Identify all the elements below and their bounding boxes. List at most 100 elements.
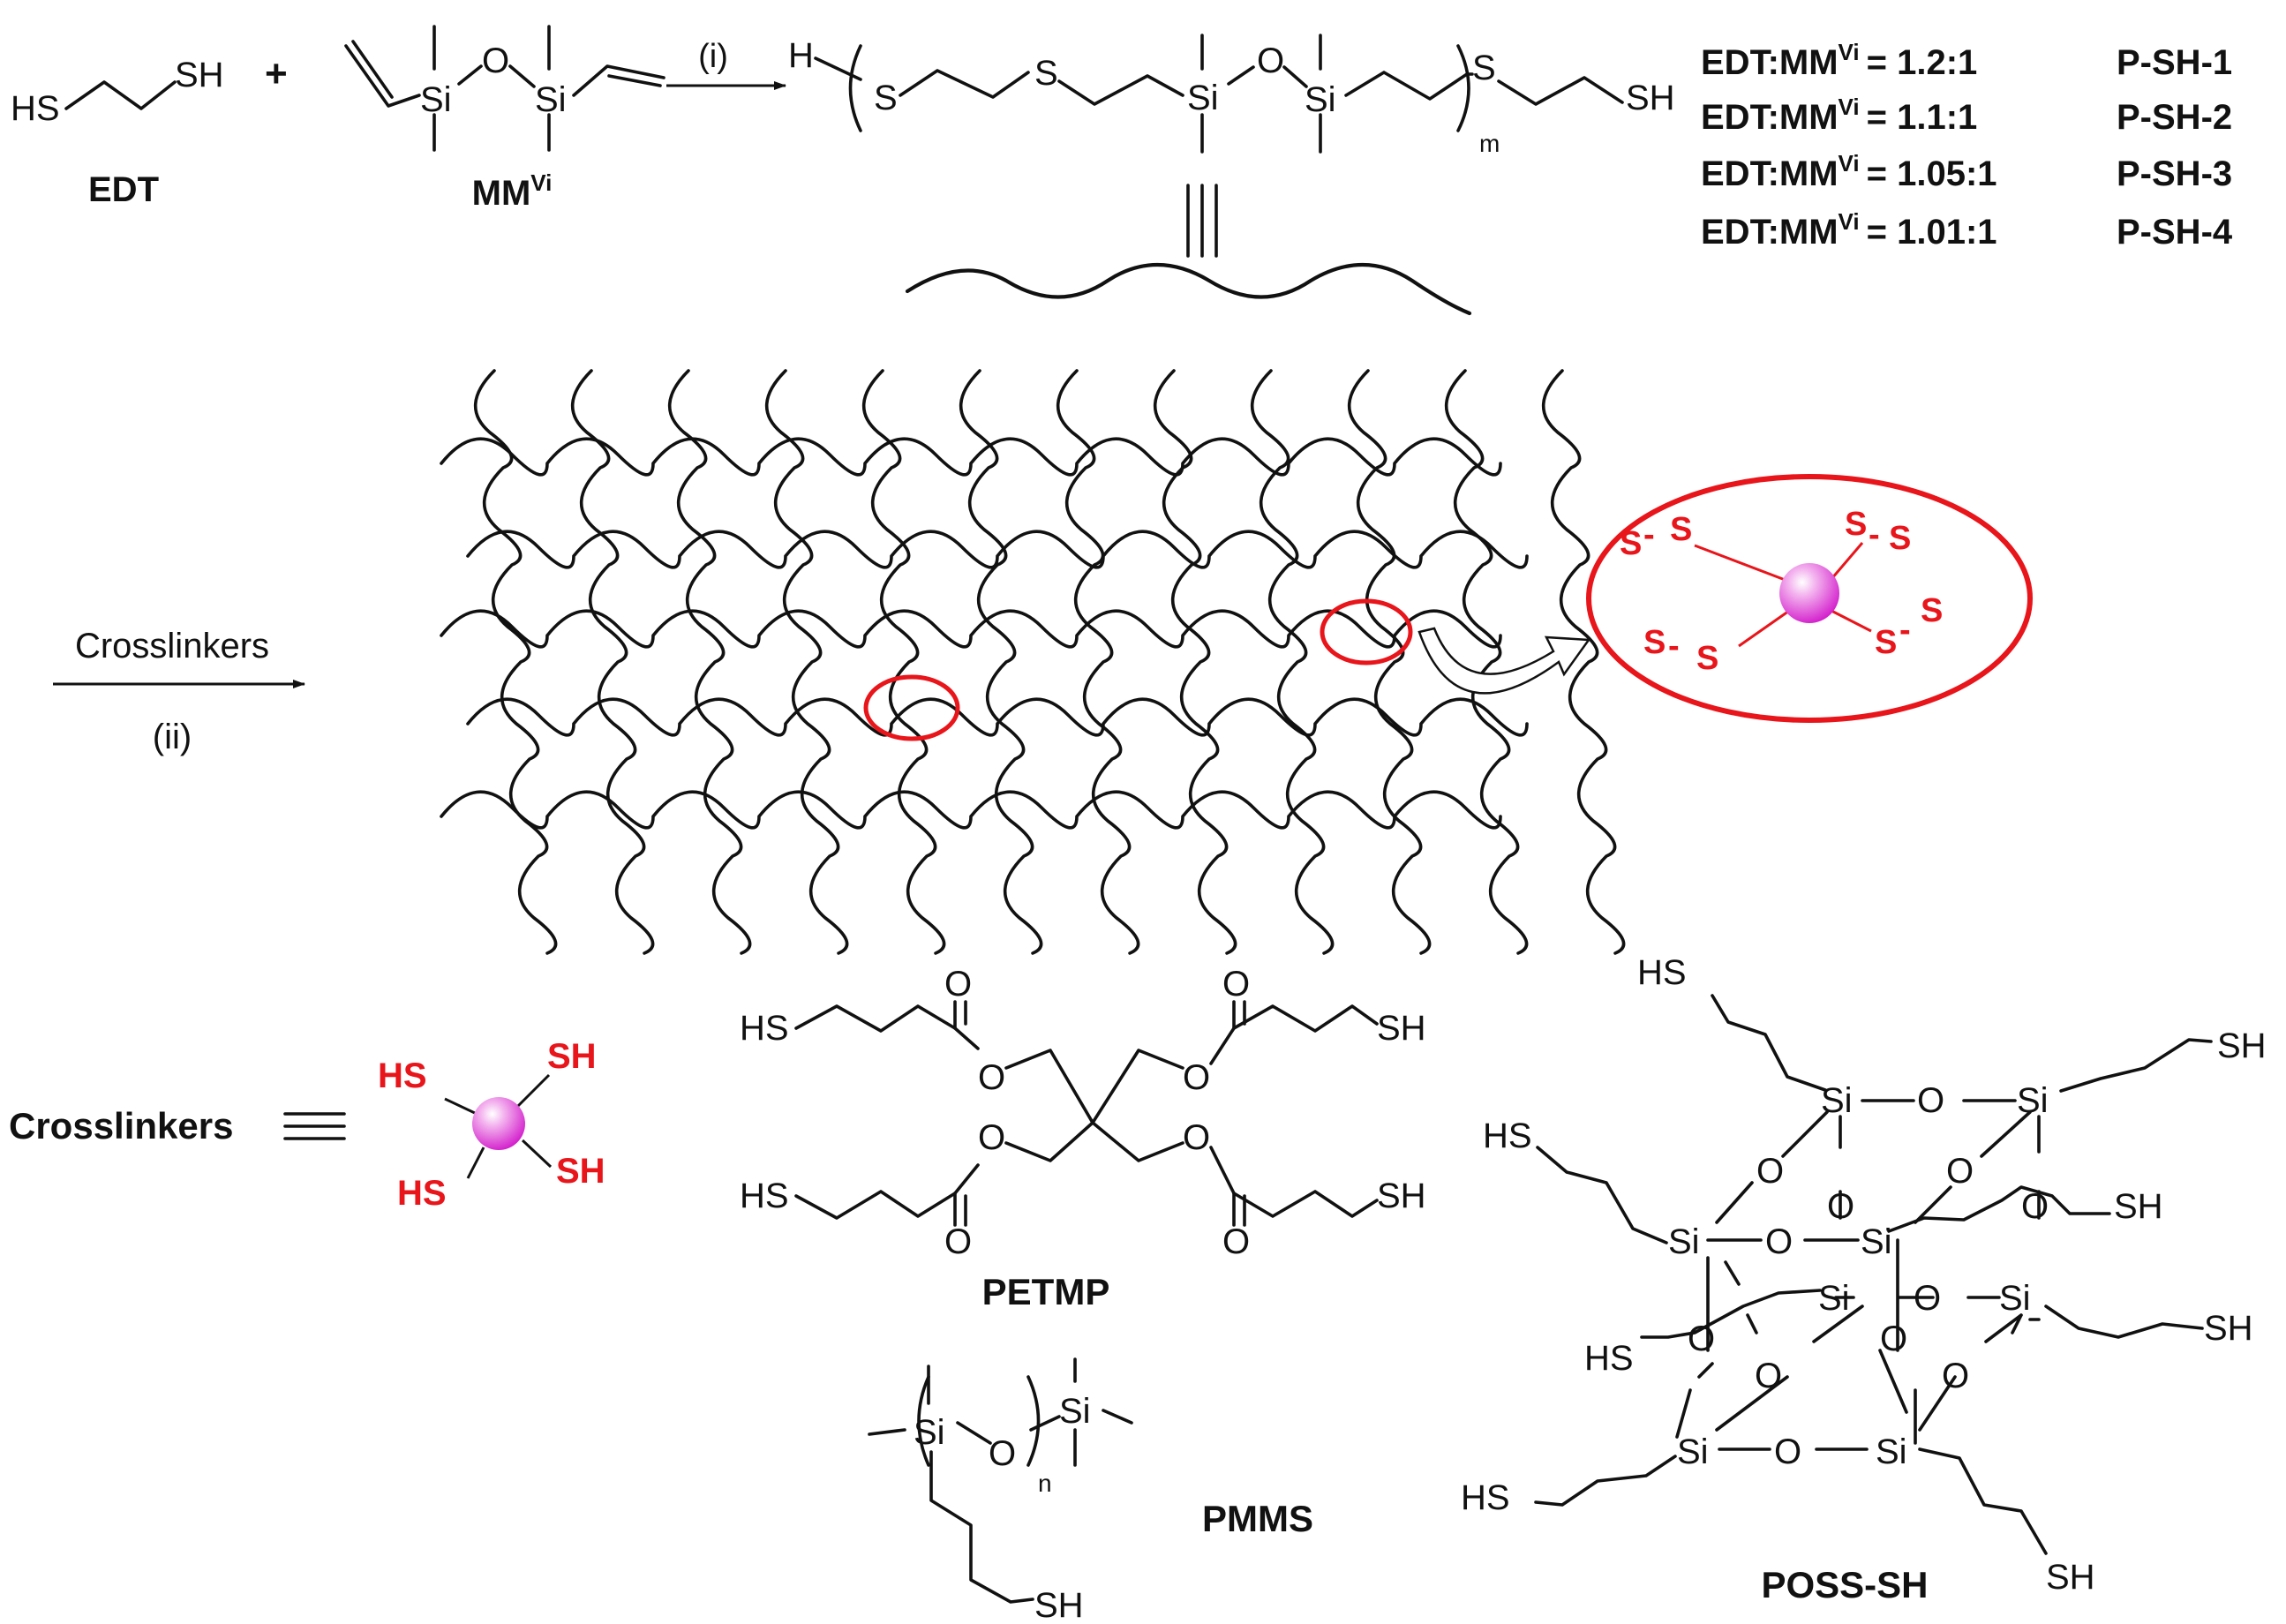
product-2: P-SH-2	[2117, 98, 2232, 137]
product-3: P-SH-3	[2117, 154, 2232, 193]
inset-dash3: -	[1668, 628, 1680, 665]
poss-si-4: Si	[1861, 1222, 1892, 1261]
polymer-o: O	[1257, 41, 1284, 80]
pmms-structure: Si O n Si SH PMMS	[868, 1357, 1313, 1624]
inset-s5: S	[1643, 624, 1666, 661]
edt-hs-text: HS	[11, 89, 60, 128]
polymer-si2: Si	[1305, 80, 1336, 119]
poss-si-1: Si	[1821, 1081, 1853, 1120]
inset-s4: S	[1889, 520, 1911, 557]
step-i-arrow: (i)	[666, 38, 786, 90]
inset-s2: S	[1670, 511, 1692, 548]
poss-o-12: O	[1774, 1432, 1801, 1471]
step-ii-arrow: Crosslinkers (ii)	[53, 627, 305, 756]
product-4: P-SH-4	[2117, 213, 2233, 252]
network-chain	[764, 369, 849, 955]
crosslink-highlight-1	[863, 674, 960, 741]
legend-sh-top: SH	[547, 1037, 597, 1076]
petmp-o-8: O	[1222, 1222, 1250, 1261]
plus-sign: +	[265, 52, 288, 95]
mm-si-right: Si	[535, 80, 567, 119]
poss-si-3: Si	[1668, 1222, 1700, 1261]
network-chain	[1250, 369, 1335, 955]
poss-hs-3: HS	[1584, 1339, 1634, 1378]
network-chain	[570, 369, 655, 955]
poss-si-6: Si	[1999, 1279, 2031, 1318]
crosslinker-bead-icon	[472, 1097, 525, 1150]
poss-o-2: O	[1756, 1152, 1784, 1191]
petmp-o-2: O	[978, 1058, 1005, 1097]
network-chain	[440, 790, 1502, 830]
network-chain	[1541, 369, 1626, 955]
petmp-hs-1: HS	[740, 1009, 789, 1048]
poss-sh-structure: Si O Si O O O O Si O Si Si O Si O O O O …	[1461, 953, 2267, 1605]
network-chain	[959, 369, 1043, 955]
petmp-o-6: O	[978, 1118, 1005, 1157]
polymer-sh-end: SH	[1626, 79, 1675, 117]
inset-s7: S	[1875, 624, 1897, 661]
poss-label: POSS-SH	[1761, 1564, 1928, 1605]
pmms-sh: SH	[1034, 1586, 1084, 1624]
poss-o-1: O	[1917, 1081, 1944, 1120]
polymer-m-subscript: m	[1479, 130, 1500, 157]
poss-si-2: Si	[2017, 1081, 2049, 1120]
ratio-4: EDT:MMVi= 1.01:1	[1701, 208, 1997, 252]
polymer-s1: S	[874, 79, 898, 117]
poss-hs-4: HS	[1461, 1478, 1510, 1517]
network-chain	[861, 369, 946, 955]
network-chain	[1347, 369, 1432, 955]
pmms-n-subscript: n	[1038, 1470, 1052, 1497]
crosslink-highlight-2	[1320, 598, 1413, 665]
petmp-o-1: O	[944, 965, 972, 1004]
legend-hs-bottom: HS	[397, 1174, 447, 1213]
petmp-sh-2: SH	[1377, 1177, 1426, 1215]
network-chain	[440, 609, 1502, 649]
poss-o-6: O	[1765, 1222, 1793, 1261]
step-ii-label: Crosslinkers	[75, 627, 269, 665]
polymer-si1: Si	[1187, 79, 1219, 117]
inset-s6: S	[1696, 640, 1718, 677]
petmp-sh-1: SH	[1377, 1009, 1426, 1048]
legend-hs-top: HS	[378, 1056, 427, 1095]
petmp-o-3: O	[1183, 1058, 1210, 1097]
network-chain	[466, 530, 1529, 569]
pmms-label: PMMS	[1202, 1498, 1313, 1539]
edt-label: EDT	[88, 170, 159, 209]
polymer-s2: S	[1034, 54, 1058, 93]
inset-s8: S	[1921, 592, 1943, 629]
network-chain	[667, 369, 752, 955]
mm-si-left: Si	[420, 80, 452, 119]
mmvi-label: MMVi	[472, 169, 553, 213]
network-chain	[1056, 369, 1140, 955]
ratio-2: EDT:MMVi= 1.1:1	[1701, 94, 1977, 137]
pmms-o: O	[989, 1434, 1016, 1473]
inset-dash4: -	[1899, 612, 1911, 649]
polymer-s3: S	[1472, 49, 1496, 87]
mm-o: O	[482, 41, 509, 80]
poss-o-8: O	[1688, 1320, 1715, 1358]
poss-si-7: Si	[1677, 1432, 1709, 1471]
petmp-label: PETMP	[982, 1271, 1110, 1312]
poss-hs-1: HS	[1637, 953, 1687, 992]
network-chain	[466, 697, 1529, 737]
petmp-o-4: O	[1222, 965, 1250, 1004]
inset-dash2: -	[1869, 516, 1880, 553]
ratio-table: EDT:MMVi= 1.2:1 P-SH-1 EDT:MMVi= 1.1:1 P…	[1701, 39, 2233, 252]
petmp-structure: HS O O O O SH HS O O O O SH PETMP	[740, 965, 1426, 1312]
poss-o-10: O	[1755, 1357, 1782, 1395]
poss-si-8: Si	[1876, 1432, 1907, 1471]
poss-o-3: O	[1827, 1187, 1854, 1226]
pmms-si-2: Si	[1059, 1392, 1091, 1431]
petmp-o-5: O	[944, 1222, 972, 1261]
poss-o-4: O	[1946, 1152, 1974, 1191]
poss-o-9: O	[1880, 1320, 1907, 1358]
inset-s3: S	[1845, 506, 1867, 543]
poss-si-5: Si	[1818, 1279, 1850, 1318]
poss-sh-2: SH	[2114, 1187, 2163, 1226]
ratio-1: EDT:MMVi= 1.2:1	[1701, 39, 1977, 82]
mmvi-molecule: Si O Si MMVi	[344, 25, 665, 213]
poss-hs-2: HS	[1483, 1116, 1532, 1155]
inset-dash1: -	[1643, 516, 1655, 553]
step-i-label: (i)	[698, 38, 728, 75]
